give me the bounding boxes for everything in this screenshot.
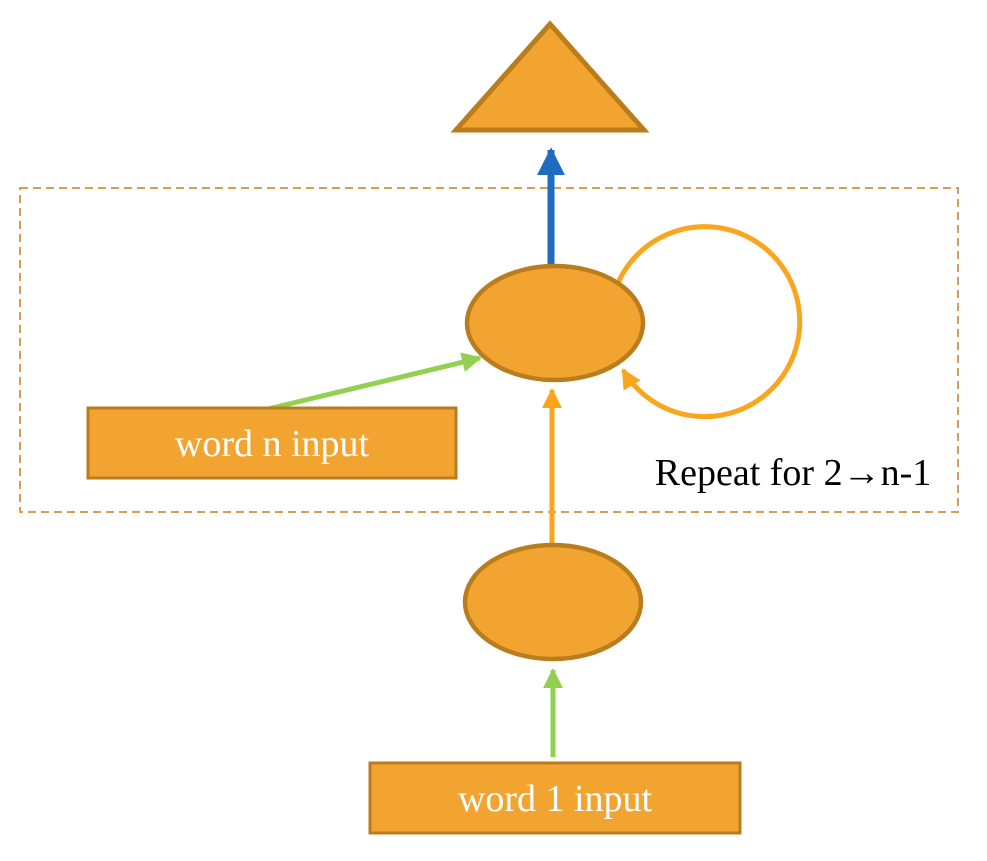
hidden-state-node-lower bbox=[462, 542, 644, 662]
word-n-input-label: word n input bbox=[175, 423, 370, 465]
self-loop-arrow bbox=[610, 224, 803, 420]
repeat-region-border bbox=[19, 187, 959, 513]
word-1-input-label: word 1 input bbox=[458, 778, 653, 820]
word-n-input-box bbox=[86, 406, 458, 480]
output-node-triangle bbox=[450, 20, 650, 133]
repeat-note: Repeat for 2→n-1 bbox=[655, 452, 931, 494]
hidden-state-node-upper bbox=[464, 263, 646, 383]
word-n-input-arrow bbox=[267, 352, 482, 412]
word-1-input-box bbox=[368, 761, 742, 835]
